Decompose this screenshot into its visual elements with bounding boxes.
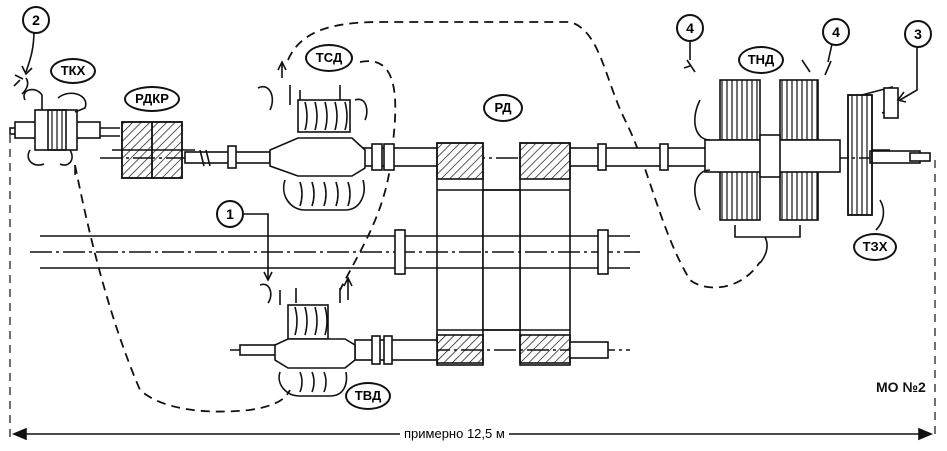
label-rd: РД <box>483 94 523 122</box>
tkh-turbine <box>9 74 120 175</box>
upper-shaft <box>100 143 931 171</box>
label-rdkr: РДКР <box>124 86 180 112</box>
label-tzh: ТЗХ <box>853 233 897 261</box>
marker-4b: 4 <box>822 18 850 46</box>
propeller-shaft <box>30 229 640 275</box>
rdkr-gearbox <box>112 121 195 179</box>
tsd-to-tnd-route <box>287 21 761 289</box>
label-tvd: ТВД <box>345 382 391 410</box>
tsd-turbine <box>257 60 368 211</box>
marker-2: 2 <box>22 6 50 34</box>
label-mo2: МО №2 <box>876 379 926 395</box>
tkh-to-tvd-route <box>74 164 291 413</box>
marker-1: 1 <box>216 200 244 228</box>
dimension-length-text: примерно 12,5 м <box>400 426 509 441</box>
rd-main-gear <box>436 142 571 366</box>
marker-4a: 4 <box>676 14 704 42</box>
tzh-turbine <box>847 85 899 231</box>
marker-3: 3 <box>904 20 932 48</box>
label-tnd: ТНД <box>738 46 784 74</box>
label-tsd: ТСД <box>305 44 353 72</box>
label-tkh: ТКХ <box>50 58 96 84</box>
tvd-turbine <box>259 276 356 397</box>
tnd-turbine <box>683 59 841 264</box>
